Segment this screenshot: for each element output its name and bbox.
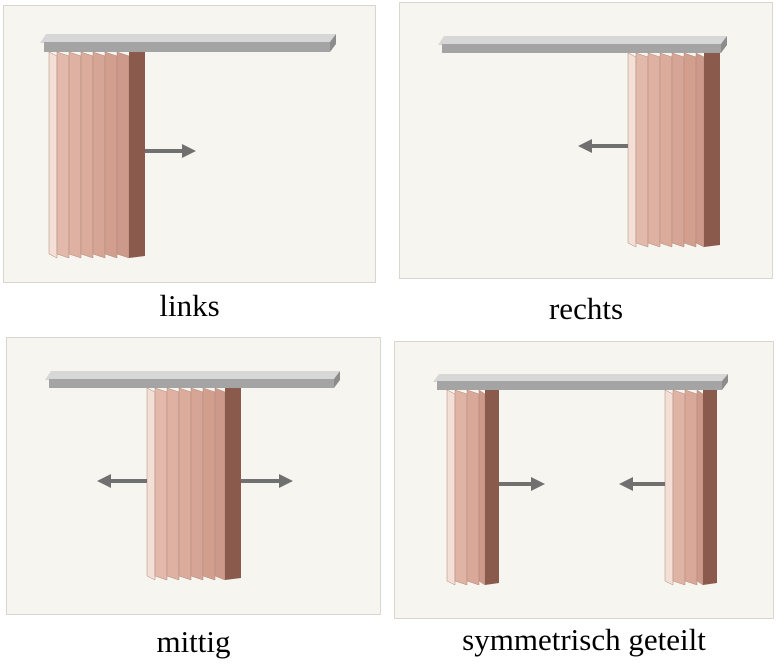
caption-links: links [159,288,220,323]
arrow-right [499,477,545,491]
slat-stack-left [446,389,499,586]
arrow-right [145,144,196,158]
panel-symmetrisch [394,341,774,619]
diagram-links [40,34,336,259]
panel-rechts [399,2,773,279]
rail [438,36,727,53]
arrow-right [241,474,293,488]
arrow-left [97,474,147,488]
diagram-rechts [438,36,727,248]
caption-symmetrisch: symmetrisch geteilt [462,622,706,657]
slat-stack [627,52,720,248]
caption-rechts: rechts [548,291,624,326]
slat-stack [146,387,241,581]
rail [40,34,336,52]
diagram-mittig [45,371,340,581]
arrow-left [578,139,628,153]
diagram-symmetrisch [433,374,728,586]
rail [45,371,340,388]
slat-stack [48,51,145,259]
panel-links [3,5,376,283]
caption-mittig: mittig [156,624,231,659]
arrow-left [619,477,665,491]
rail [433,374,728,390]
slat-stack-right [664,389,717,586]
panel-mittig [6,337,381,615]
